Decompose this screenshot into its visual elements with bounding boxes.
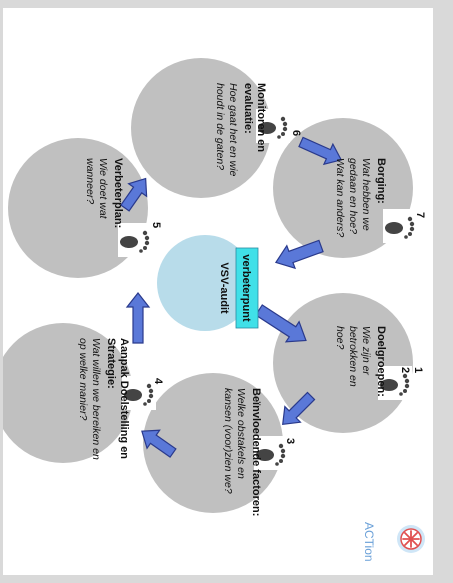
step-1-2-question-line2: betrokken en	[347, 326, 359, 387]
arrow-5-to-6	[120, 177, 148, 212]
step-6-text: Monitoren en evaluatie: Hoe gaat het en …	[214, 83, 267, 177]
circle-step-3	[143, 373, 283, 513]
center-glow	[157, 235, 253, 331]
step-number-7: 7	[414, 212, 426, 218]
step-4-question-line1: Wat willen we bereiken en	[90, 338, 102, 460]
step-7-title: Borging:	[375, 158, 387, 204]
step-5-title: Verbeterplan:	[112, 158, 124, 228]
step-number-3: 3	[284, 438, 296, 444]
step-3-question-line2: kansen (voor)zien we?	[222, 388, 234, 494]
footprint-icon	[256, 109, 290, 143]
arrow-3-to-4	[141, 429, 177, 458]
step-5-question-line2: wanneer?	[84, 158, 96, 204]
step-6-question-line1: Hoe gaat het en wie	[227, 83, 239, 177]
step-3-title: Beïnvloedende factoren:	[250, 388, 262, 516]
arrow-1-2-to-3	[282, 391, 316, 425]
footprint-icon	[122, 376, 156, 410]
step-7-text: Borging: Wat hebben we gedaan en hoe? Wa…	[334, 158, 387, 237]
step-4-title-line2: Strategie:	[105, 338, 117, 389]
step-number-1: 1	[412, 367, 424, 373]
step-7-question-line1: Wat hebben we	[360, 158, 372, 231]
center-subtitle: VSV-audit	[218, 262, 230, 314]
step-4-question-line2: op welke manier?	[77, 338, 89, 420]
step-number-6: 6	[290, 130, 302, 136]
center-box-text: verbeterpunt	[240, 254, 252, 322]
step-6-title-line2: evaluatie:	[242, 83, 254, 134]
step-1-2-text: Doelgroepen: Wie zijn er betrokken en ho…	[334, 326, 387, 397]
logo-text: ACTion	[362, 522, 376, 562]
step-7-question-line2: gedaan en hoe?	[347, 158, 359, 234]
arrow-6-to-7	[298, 136, 343, 166]
step-6-question-line2: houdt in de gaten?	[214, 83, 226, 170]
step-5-question-line1: Wie doet wat	[97, 158, 109, 220]
action-logo: ACTion	[355, 515, 433, 565]
footprint-icon	[118, 223, 152, 257]
center-box: verbeterpunt	[235, 247, 259, 329]
center-sub-text: VSV-audit	[218, 262, 230, 314]
cycle-diagram: verbeterpunt VSV-audit 6 7	[3, 58, 433, 565]
step-3-text: Beïnvloedende factoren: Welke obstakels …	[222, 388, 262, 516]
circle-step-5	[8, 138, 148, 278]
circle-step-4	[3, 323, 133, 463]
asterisk-logo-icon	[397, 525, 425, 553]
step-5-text: Verbeterplan: Wie doet wat wanneer?	[84, 158, 124, 228]
circle-step-7	[273, 118, 413, 258]
slide: verbeterpunt VSV-audit 6 7	[3, 8, 433, 575]
step-1-2-question-line1: Wie zijn er	[360, 326, 372, 375]
step-1-2-title: Doelgroepen:	[375, 326, 387, 397]
step-7-question-line3: Wat kan anders?	[334, 158, 346, 237]
arrow-4-to-5	[125, 292, 151, 344]
arrow-7-to-center	[274, 239, 324, 270]
step-number-5: 5	[150, 222, 162, 228]
circle-step-6	[131, 58, 271, 198]
footprint-icon	[254, 436, 288, 470]
step-4-title-line1: Aanpak Doelstelling en	[118, 338, 130, 459]
footprint-icon	[378, 366, 412, 400]
footprint-icon	[383, 209, 417, 243]
arrow-center-to-1-2	[254, 304, 307, 343]
step-number-4: 4	[152, 378, 164, 385]
step-6-title-line1: Monitoren en	[255, 83, 267, 152]
step-4-text: Aanpak Doelstelling en Strategie: Wat wi…	[77, 338, 130, 460]
step-1-2-question-line3: hoe?	[334, 326, 346, 350]
step-number-2: 2	[399, 367, 411, 373]
step-3-question-line1: Welke obstakels en	[235, 388, 247, 479]
